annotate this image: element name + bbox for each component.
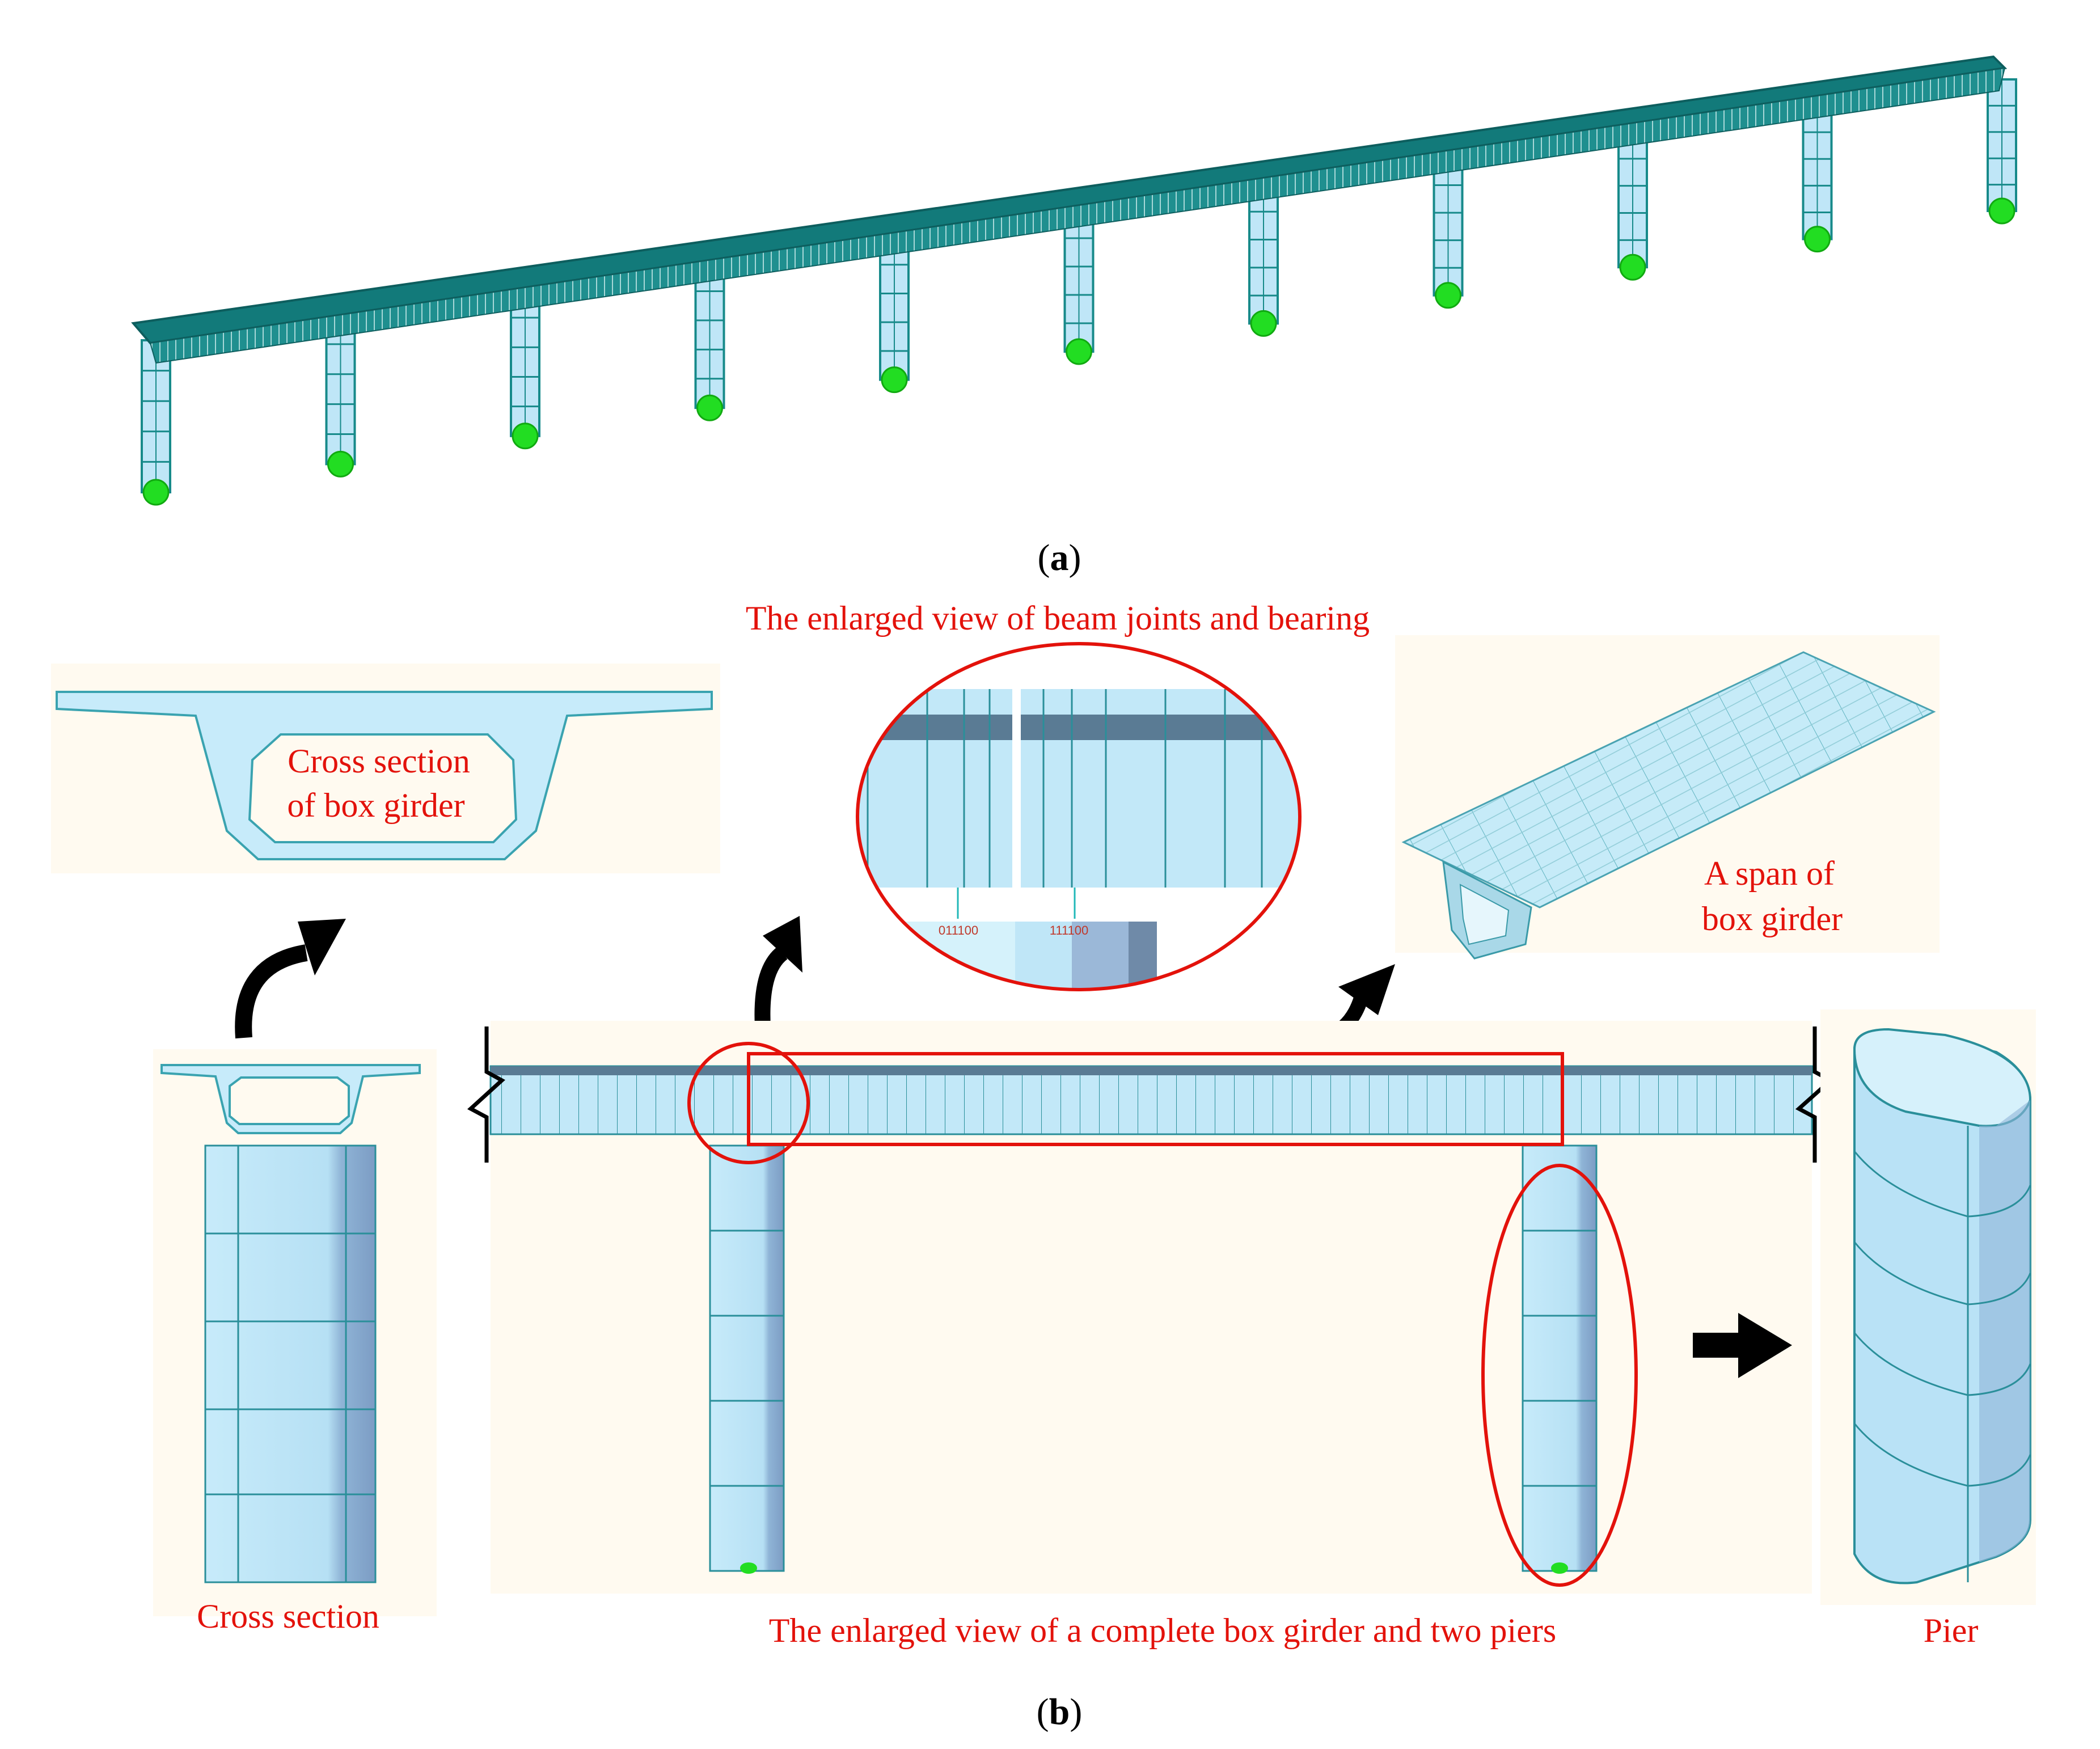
- pier-3d-top: [1853, 1028, 2032, 1127]
- support-node: [1250, 310, 1277, 337]
- overview-piers: [141, 78, 2017, 506]
- span-deck: [1401, 651, 1936, 909]
- support-node: [327, 450, 354, 478]
- overview-pier: [510, 287, 540, 450]
- span-of-box-girder: A span of box girder: [1395, 635, 1940, 960]
- curved-arrow-icon: [235, 919, 346, 1039]
- support-node: [1619, 254, 1646, 281]
- overview-pier: [1433, 157, 1464, 309]
- overview-pier: [879, 235, 910, 394]
- pier-highlight-ellipse: [1481, 1164, 1638, 1587]
- panel-b-detail: The enlarged view of beam joints and bea…: [51, 599, 2036, 1733]
- panel-b-label: (b): [1037, 1691, 1083, 1733]
- break-line-icon: [1795, 1026, 1835, 1163]
- overview-pier: [141, 339, 171, 506]
- overview-pier: [1987, 78, 2017, 225]
- beam-joints-detail: 011100 111100: [856, 642, 1302, 991]
- center-pier-left: [709, 1144, 785, 1572]
- curved-arrow-icon: [754, 916, 802, 1027]
- full-girder: [489, 1065, 1813, 1135]
- span-label-1: A span of: [1704, 855, 1835, 892]
- overview-pier: [325, 313, 356, 478]
- support-node: [881, 366, 908, 394]
- right-arrow-icon: [1693, 1313, 1792, 1378]
- panel-a-label: (a): [1038, 537, 1081, 578]
- overview-pier: [1063, 209, 1095, 365]
- overview-pier: [1617, 130, 1648, 281]
- panel-a-bridge-overview: (a): [131, 55, 2017, 578]
- girder-cross-section-panel: Cross section of box girder: [51, 664, 720, 873]
- support-node: [1435, 282, 1461, 309]
- small-girder-section: [160, 1064, 421, 1134]
- bearing-code-left: 011100: [939, 923, 978, 937]
- support-node: [512, 423, 539, 450]
- bearing-code-right: 111100: [1050, 923, 1089, 937]
- girder-section-label-1: Cross section: [288, 742, 470, 780]
- support-node: [1804, 226, 1831, 253]
- support-node: [696, 394, 723, 421]
- joint-highlight-circle: [687, 1042, 810, 1164]
- pier-3d-panel: Pier: [1820, 1009, 2036, 1649]
- beam-joints-title: The enlarged view of beam joints and bea…: [746, 599, 1370, 637]
- girder-section-label-2: of box girder: [287, 787, 464, 824]
- beam-joints-ellipse: [856, 642, 1302, 991]
- span-highlight-rect: [747, 1052, 1564, 1146]
- support-node-right: [1551, 1562, 1568, 1574]
- girder-cross-section-shape: [56, 691, 713, 860]
- pier-label: Pier: [1924, 1612, 1979, 1649]
- support-node-left: [740, 1562, 757, 1574]
- overview-pier: [1248, 183, 1279, 337]
- support-node: [1066, 338, 1092, 365]
- center-pier-right: [1522, 1144, 1598, 1572]
- cross-section-label: Cross section: [197, 1598, 379, 1635]
- cross-section-panel: Cross section: [153, 1049, 437, 1635]
- overview-pier: [694, 261, 725, 421]
- support-node: [1988, 197, 2016, 225]
- support-node: [142, 479, 170, 506]
- overview-deck-side: [149, 67, 2006, 364]
- complete-girder-label: The enlarged view of a complete box gird…: [769, 1612, 1556, 1649]
- overview-pier: [1802, 104, 1833, 253]
- complete-girder-panel: The enlarged view of a complete box gird…: [467, 1021, 1835, 1649]
- span-label-2: box girder: [1702, 900, 1843, 937]
- break-line-icon: [467, 1026, 505, 1163]
- cross-section-pier: [204, 1144, 377, 1583]
